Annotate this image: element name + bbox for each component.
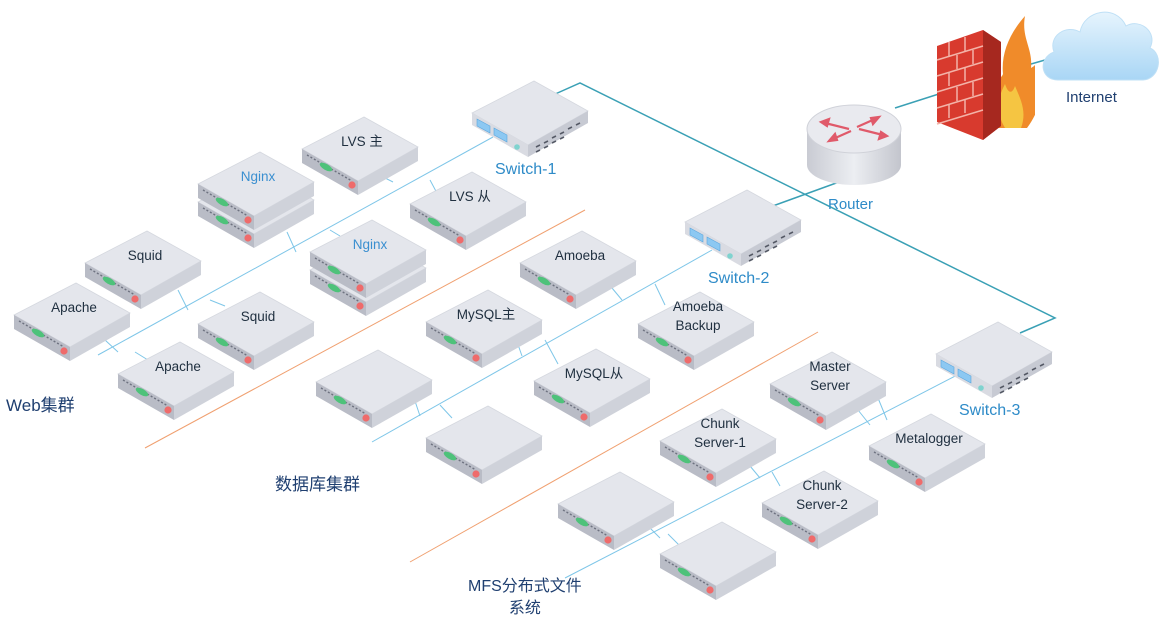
- db-cluster-label: 数据库集群: [275, 475, 360, 494]
- switch-1-icon: [471, 80, 592, 161]
- router-label: Router: [828, 196, 874, 213]
- switch-2-label: Switch-2: [708, 270, 770, 287]
- amoeba-server: Amoeba: [519, 230, 640, 311]
- mysql-slave-label: MySQL从: [564, 365, 624, 381]
- apache-2-server: Apache: [117, 341, 238, 422]
- switch-2-icon: [684, 189, 805, 270]
- firewall-icon: [936, 16, 1035, 140]
- mysql-master-server: MySQL主: [425, 289, 546, 370]
- amoeba-label: Amoeba: [554, 247, 606, 263]
- amoeba-backup-label: Amoeba Backup: [672, 299, 724, 333]
- router-firewall-link: [894, 91, 946, 109]
- mfs-bus: [564, 371, 964, 579]
- switch1-switch3-trunk: [552, 82, 1057, 334]
- squid-2-server: Squid: [197, 291, 318, 372]
- mysql-master-label: MySQL主: [456, 306, 516, 322]
- nginx-2-server: Nginx: [309, 219, 430, 300]
- metalogger-server: Metalogger: [868, 413, 989, 494]
- web-cluster-label: Web集群: [6, 396, 75, 415]
- db-bus: [371, 249, 713, 443]
- squid-1-label: Squid: [127, 247, 163, 263]
- db-unlabeled-2-server: [425, 405, 546, 486]
- metalogger-label: Metalogger: [895, 430, 963, 446]
- db-unlabeled-1-label: [321, 353, 431, 395]
- internet-label: Internet: [1066, 89, 1117, 106]
- apache-1-label: Apache: [51, 299, 97, 315]
- mfs-cluster-label: MFS分布式文件 系统: [468, 578, 582, 617]
- lvs-master-label: LVS 主: [341, 133, 383, 149]
- db-unlabeled-2-label: [431, 409, 541, 451]
- nginx-1-label: Nginx: [240, 168, 276, 184]
- lvs-slave-server: LVS 从: [409, 171, 530, 252]
- db-unlabeled-1-server: [315, 349, 436, 430]
- mfs-unlabeled-2-server: [659, 521, 780, 602]
- web-db-divider: [144, 209, 586, 449]
- apache-1-server: Apache: [13, 282, 134, 363]
- mysql-slave-server: MySQL从: [533, 348, 654, 429]
- web-bus: [97, 136, 494, 356]
- lvs-master-server: LVS 主: [301, 116, 422, 197]
- mfs-unlabeled-2-label: [665, 525, 775, 567]
- chunk-server-1-label: Chunk Server-1: [694, 416, 746, 450]
- nginx-2-label: Nginx: [352, 236, 388, 252]
- chunk-server-2-label: Chunk Server-2: [796, 478, 848, 512]
- nginx-1-server: Nginx: [197, 151, 318, 232]
- master-server-label: Master Server: [809, 359, 851, 393]
- mfs-unlabeled-1-label: [563, 475, 673, 517]
- chunk-server-2-server: Chunk Server-2: [761, 470, 882, 551]
- mfs-unlabeled-1-server: [557, 471, 678, 552]
- db-mfs-divider: [409, 331, 819, 563]
- chunk-server-1-server: Chunk Server-1: [659, 408, 780, 489]
- apache-2-label: Apache: [155, 358, 201, 374]
- switch-3-label: Switch-3: [959, 402, 1021, 419]
- master-server-server: Master Server: [769, 351, 890, 432]
- switch-3-icon: [935, 321, 1056, 402]
- squid-1-server: Squid: [84, 230, 205, 311]
- router-icon: [806, 104, 902, 185]
- switch-1-label: Switch-1: [495, 161, 557, 178]
- lvs-slave-label: LVS 从: [449, 188, 491, 204]
- amoeba-backup-server: Amoeba Backup: [637, 291, 758, 372]
- internet-cloud-icon: [1042, 11, 1159, 81]
- squid-2-label: Squid: [240, 308, 276, 324]
